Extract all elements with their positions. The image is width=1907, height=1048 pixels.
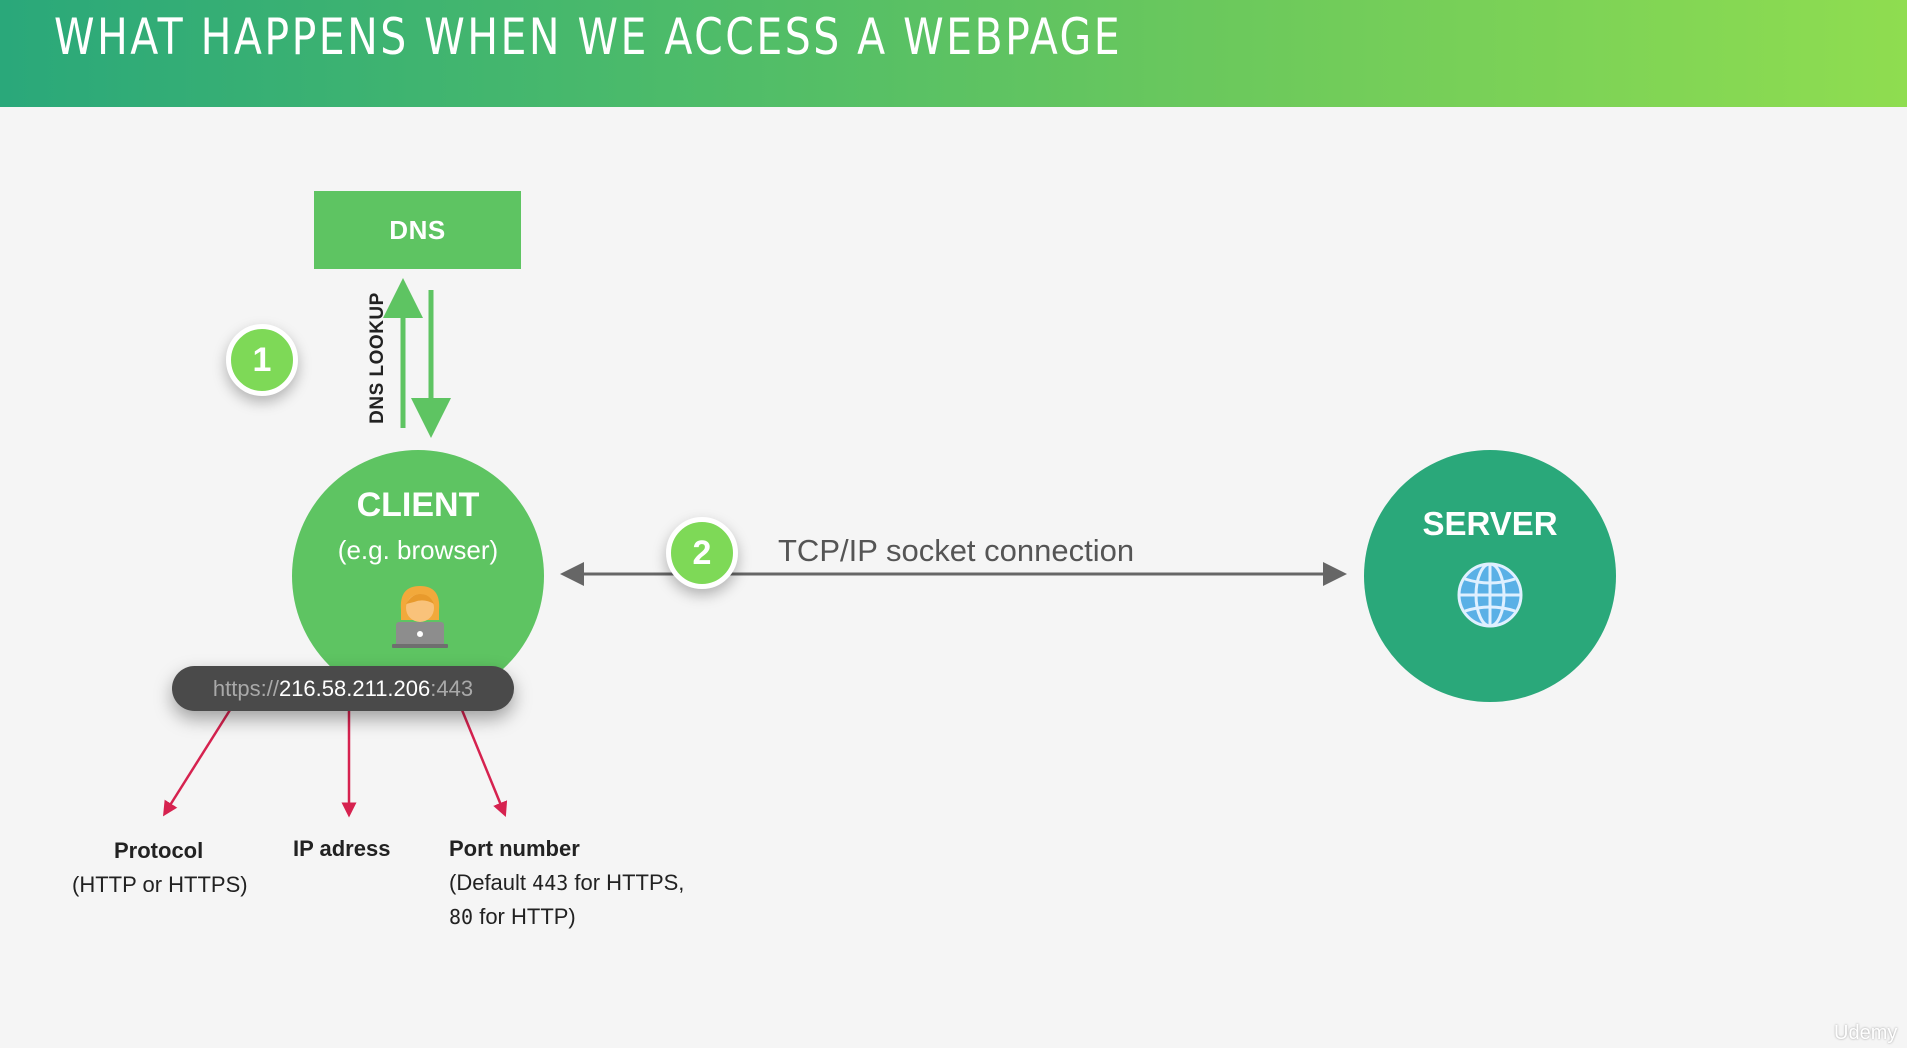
udemy-watermark: Udemy [1834,1022,1898,1044]
step-2-badge: 2 [666,517,738,589]
title-banner: WHAT HAPPENS WHEN WE ACCESS A WEBPAGE [0,0,1907,107]
step-2-number: 2 [692,533,712,572]
protocol-annotation-detail: (HTTP or HTTPS) [72,872,248,897]
client-title: CLIENT [356,486,480,524]
page-title: WHAT HAPPENS WHEN WE ACCESS A WEBPAGE [54,8,1123,66]
url-ip: 216.58.211.206 [278,675,431,701]
port-annotation-line1: (Default 443 for HTTPS, [449,870,685,895]
globe-icon [1457,562,1523,628]
server-node: SERVER [1364,450,1616,702]
step-1-number: 1 [252,340,272,379]
dns-box: DNS [314,191,521,269]
ip-annotation-title: IP adress [293,836,391,861]
server-title: SERVER [1422,505,1558,542]
port-annotation-line2: 80 for HTTP) [449,904,576,929]
client-subtitle: (e.g. browser) [337,535,499,565]
dns-lookup-label: DNS LOOKUP [367,292,388,424]
dns-label: DNS [389,214,446,245]
connection-label: TCP/IP socket connection [778,533,1135,568]
step-1-badge: 1 [226,324,298,396]
port-annotation-title: Port number [449,836,580,861]
client-node: CLIENT (e.g. browser) [292,450,544,702]
protocol-pointer [163,709,232,817]
url-protocol: https:// [212,675,279,701]
person-with-laptop-icon [392,586,448,648]
url-port: :443 [430,675,474,701]
port-pointer [460,709,508,817]
url-bar: https://216.58.211.206:443 [172,666,514,711]
protocol-annotation-title: Protocol [114,838,204,863]
